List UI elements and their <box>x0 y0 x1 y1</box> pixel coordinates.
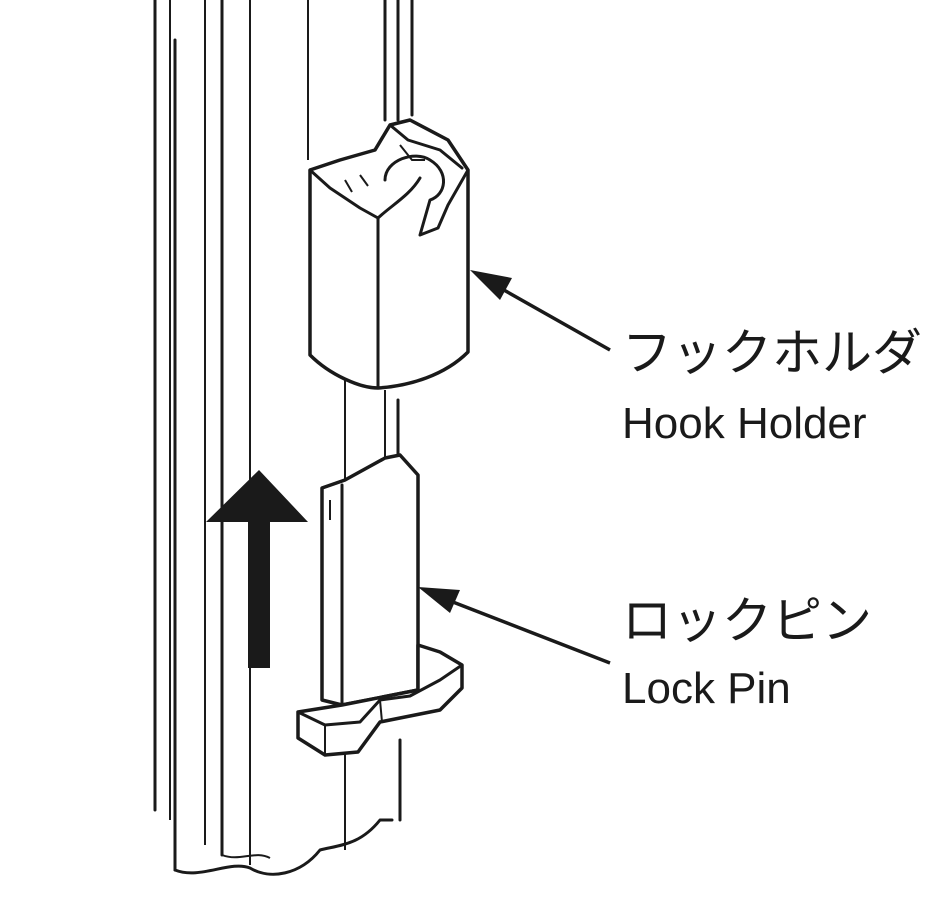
arrow-left-icon <box>470 270 611 352</box>
hook-holder-label-jp: フックホルダ <box>622 324 922 382</box>
lock-pin-label-en: Lock Pin <box>622 664 791 713</box>
arrow-left-icon <box>418 587 611 665</box>
pole <box>153 0 414 876</box>
lock-pin-label-jp: ロックピン <box>622 592 872 650</box>
hook-holder <box>308 118 470 390</box>
hook-holder-label-en: Hook Holder <box>622 399 867 448</box>
lock-pin <box>296 453 464 757</box>
arrow-up-icon <box>206 470 308 668</box>
